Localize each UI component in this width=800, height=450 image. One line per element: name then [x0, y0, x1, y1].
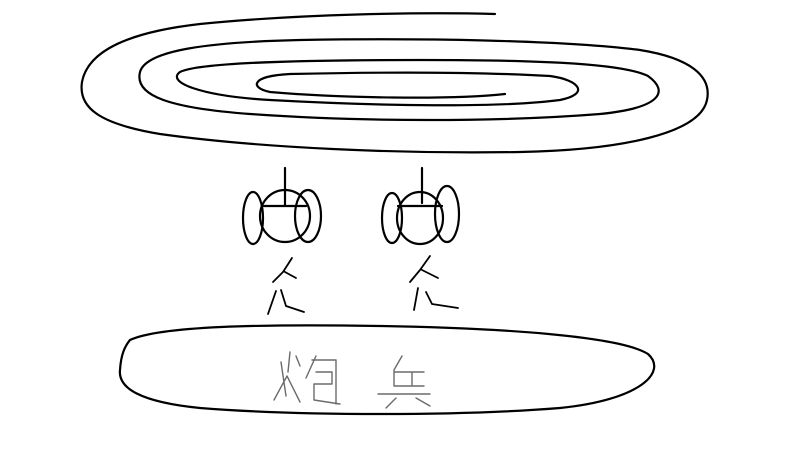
spiral-cloud: [80, 12, 709, 154]
platform-oval: [118, 324, 656, 416]
figure-right: [380, 166, 461, 311]
platform-label-handwriting: [273, 351, 431, 409]
figure-left: [241, 166, 323, 315]
